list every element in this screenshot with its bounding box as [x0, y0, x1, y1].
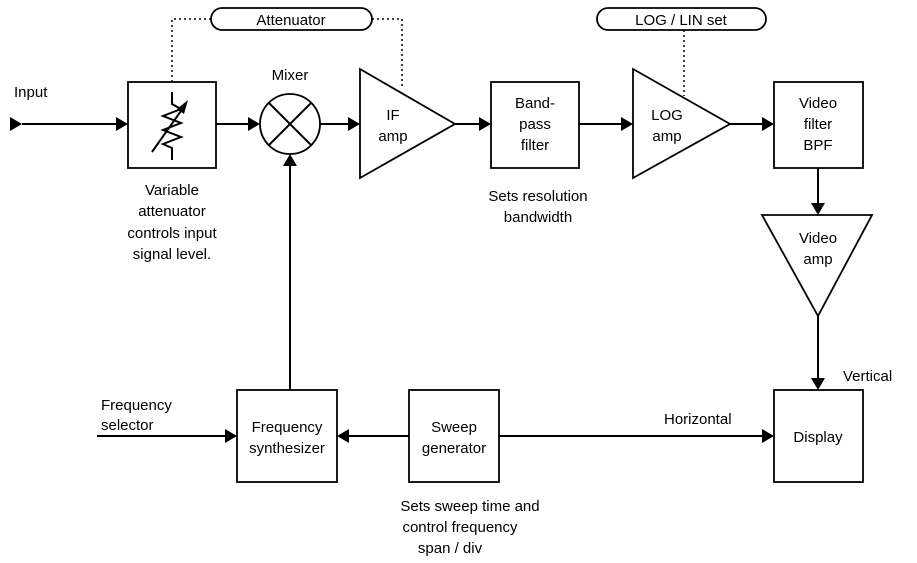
video-filter-label-line3: BPF — [803, 137, 832, 154]
svg-text:signal level.: signal level. — [133, 246, 211, 263]
attenuator-control-pill — [210, 7, 373, 31]
video-filter-label-line2: filter — [804, 116, 832, 133]
log-amp-triangle — [632, 67, 732, 180]
video-filter-block — [773, 81, 864, 169]
display-block — [773, 389, 864, 483]
svg-text:control frequency: control frequency — [402, 519, 518, 536]
log-amp-label-line2: amp — [652, 128, 681, 145]
input-label: Input — [14, 84, 48, 101]
frequency-selector-label-line1: Frequency — [101, 397, 172, 414]
bandpass-label-line3: filter — [521, 137, 549, 154]
if-amp-label-line2: amp — [378, 128, 407, 145]
resolution-bandwidth-note: Sets resolution bandwidth — [488, 188, 587, 226]
log-lin-control-label: LOG / LIN set — [635, 12, 728, 29]
horizontal-label: Horizontal — [664, 411, 732, 428]
input-terminal-arrow — [10, 117, 22, 131]
video-amp-triangle — [760, 214, 874, 318]
svg-text:Sets resolution: Sets resolution — [488, 188, 587, 205]
svg-text:controls input: controls input — [127, 225, 217, 242]
variable-attenuator-icon — [151, 92, 188, 160]
svg-text:Sets sweep time and: Sets sweep time and — [400, 498, 539, 515]
display-label: Display — [793, 429, 843, 446]
log-lin-control-pill — [596, 7, 767, 31]
sweep-generator-block — [408, 389, 500, 483]
frequency-selector-label-line2: selector — [101, 417, 154, 434]
sweep-generator-label-line1: Sweep — [431, 419, 477, 436]
video-filter-label-line1: Video — [799, 95, 837, 112]
svg-text:attenuator: attenuator — [138, 203, 206, 220]
svg-text:bandwidth: bandwidth — [504, 209, 572, 226]
synthesizer-label-line2: synthesizer — [249, 440, 325, 457]
sweep-generator-label-line2: generator — [422, 440, 486, 457]
video-amp-label-line2: amp — [803, 251, 832, 268]
video-amp-label-line1: Video — [799, 230, 837, 247]
attenuator-control-label: Attenuator — [256, 12, 325, 29]
attenuator-note: Variable attenuator controls input signa… — [127, 182, 217, 263]
if-amp-triangle — [359, 67, 457, 180]
if-amp-label-line1: IF — [386, 107, 399, 124]
svg-text:span / div: span / div — [418, 540, 483, 557]
log-amp-label-line1: LOG — [651, 107, 683, 124]
bandpass-label-line2: pass — [519, 116, 551, 133]
sweep-note: Sets sweep time and control frequency sp… — [400, 498, 539, 557]
svg-text:Variable: Variable — [145, 182, 199, 199]
bandpass-label-line1: Band- — [515, 95, 555, 112]
mixer-symbol — [259, 93, 321, 155]
bandpass-filter-block — [490, 81, 580, 169]
vertical-label: Vertical — [843, 368, 892, 385]
mixer-label: Mixer — [272, 67, 309, 84]
synthesizer-label-line1: Frequency — [252, 419, 323, 436]
frequency-synthesizer-block — [236, 389, 338, 483]
